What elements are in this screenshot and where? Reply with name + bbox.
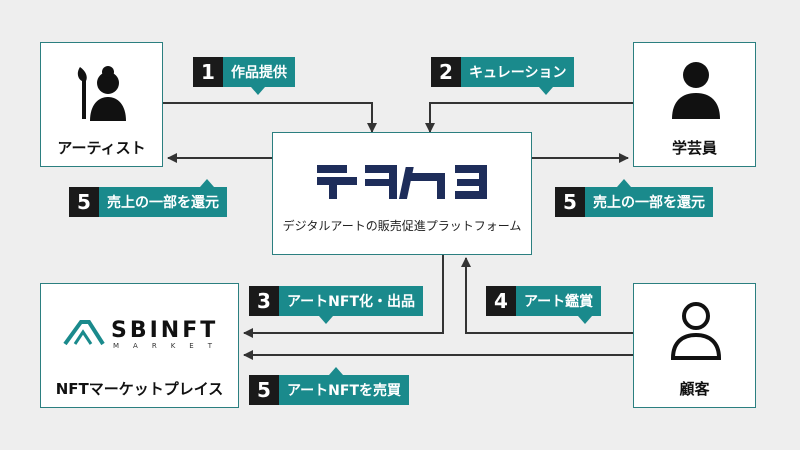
step-5-curator-tag: 5 売上の一部を還元 [555,179,713,217]
step-5-artist-tag: 5 売上の一部を還元 [69,179,227,217]
sbinft-logo-sub: MARKET [113,342,226,350]
step-2-tag: 2 キュレーション [431,57,575,95]
step-number: 3 [249,286,279,316]
step-number: 5 [249,375,279,405]
market-box: SBINFT MARKET NFTマーケットプレイス [40,283,239,408]
step-number: 5 [69,187,99,217]
arrow-artwork-provision [163,102,377,133]
curator-label: 学芸員 [671,139,717,157]
sbinft-logo-mark [63,320,105,346]
step-label: キュレーション [461,57,575,87]
artist-box: アーティスト [40,42,163,167]
step-label: 売上の一部を還元 [585,187,713,217]
artist-icon [77,66,126,121]
step-label: アートNFT化・出品 [279,286,423,316]
step-number: 2 [431,57,461,87]
curator-box: 学芸員 [633,42,756,167]
person-outline-icon [670,302,722,360]
step-number: 5 [555,187,585,217]
step-3-tag: 3 アートNFT化・出品 [249,286,423,324]
arrow-curation [425,102,633,133]
step-4-tag: 4 アート鑑賞 [486,286,602,324]
platform-logo [317,165,487,199]
customer-label: 顧客 [679,380,710,398]
market-label: NFTマーケットプレイス [55,380,224,398]
customer-box: 顧客 [633,283,756,408]
step-number: 4 [486,286,516,316]
step-number: 1 [193,57,223,87]
step-label: アートNFTを売買 [279,375,409,405]
platform-caption: デジタルアートの販売促進プラットフォーム [282,219,522,233]
arrow-art-viewing [461,257,633,334]
platform-box: デジタルアートの販売促進プラットフォーム [272,132,532,255]
step-label: アート鑑賞 [516,286,602,316]
arrow-nft-listing [243,255,444,338]
person-icon [672,62,720,119]
artist-label: アーティスト [57,139,146,157]
step-1-tag: 1 作品提供 [193,57,295,95]
step-5-trade-tag: 5 アートNFTを売買 [249,367,409,405]
step-label: 作品提供 [223,57,295,87]
step-label: 売上の一部を還元 [99,187,227,217]
sbinft-logo-name: SBINFT [111,318,219,343]
